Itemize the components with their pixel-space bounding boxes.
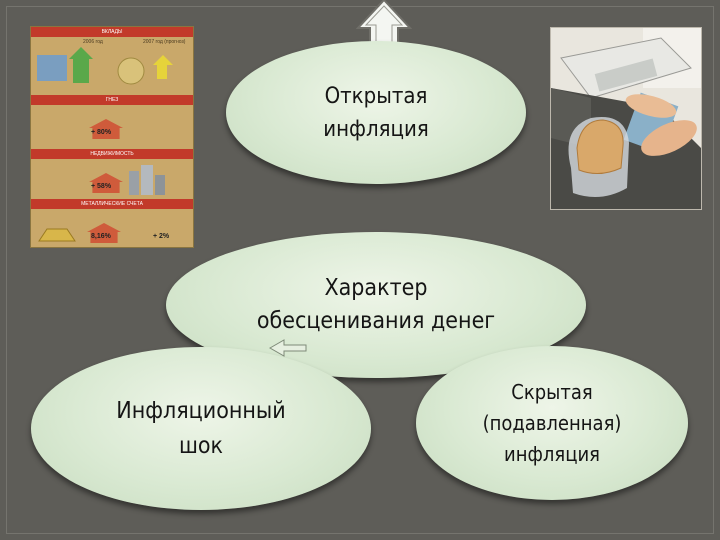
- percent-label: 8,16%: [91, 233, 111, 240]
- year-2006-label: 2006 год: [83, 39, 103, 45]
- house-graphic: [89, 119, 123, 139]
- connector-arrow-icon: [268, 339, 307, 357]
- infographic-band-gold: ГНЕЗ: [31, 95, 193, 105]
- year-2007-label: 2007 год (прогноз): [143, 39, 186, 45]
- open-inflation-node: Открытая инфляция: [226, 41, 526, 184]
- house-graphic: [89, 173, 123, 193]
- gold-bars-illustration: [38, 228, 76, 242]
- inflation-shock-node: Инфляционный шок: [31, 347, 371, 510]
- percent-label: + 58%: [91, 183, 112, 190]
- cash-register-illustration: [551, 28, 701, 209]
- hidden-inflation-label: Скрытая (подавленная) инфляция: [482, 379, 622, 466]
- open-inflation-label: Открытая инфляция: [323, 83, 429, 142]
- house-graphic: [87, 223, 121, 243]
- hidden-inflation-node: Скрытая (подавленная) инфляция: [416, 346, 688, 500]
- cash-register-photo: [550, 27, 702, 210]
- buildings-illustration: [129, 165, 165, 195]
- infographic-band-deposits: ВКЛАДЫ: [31, 27, 193, 37]
- infographic-band-metal: МЕТАЛЛИЧЕСКИЕ СЧЕТА: [31, 199, 193, 209]
- infographic-image: ВКЛАДЫ 2006 год 2007 год (прогноз) ГНЕЗ …: [30, 26, 194, 248]
- coins-illustration: [37, 47, 173, 85]
- inflation-shock-label: Инфляционный шок: [116, 397, 286, 459]
- infographic-band-realty: НЕДВИЖИМОСТЬ: [31, 149, 193, 159]
- percent-label: + 80%: [91, 129, 112, 136]
- percent-label: + 2%: [153, 233, 170, 240]
- devaluation-character-label: Характер обесценивания денег: [256, 275, 496, 334]
- slide-frame: [6, 6, 714, 534]
